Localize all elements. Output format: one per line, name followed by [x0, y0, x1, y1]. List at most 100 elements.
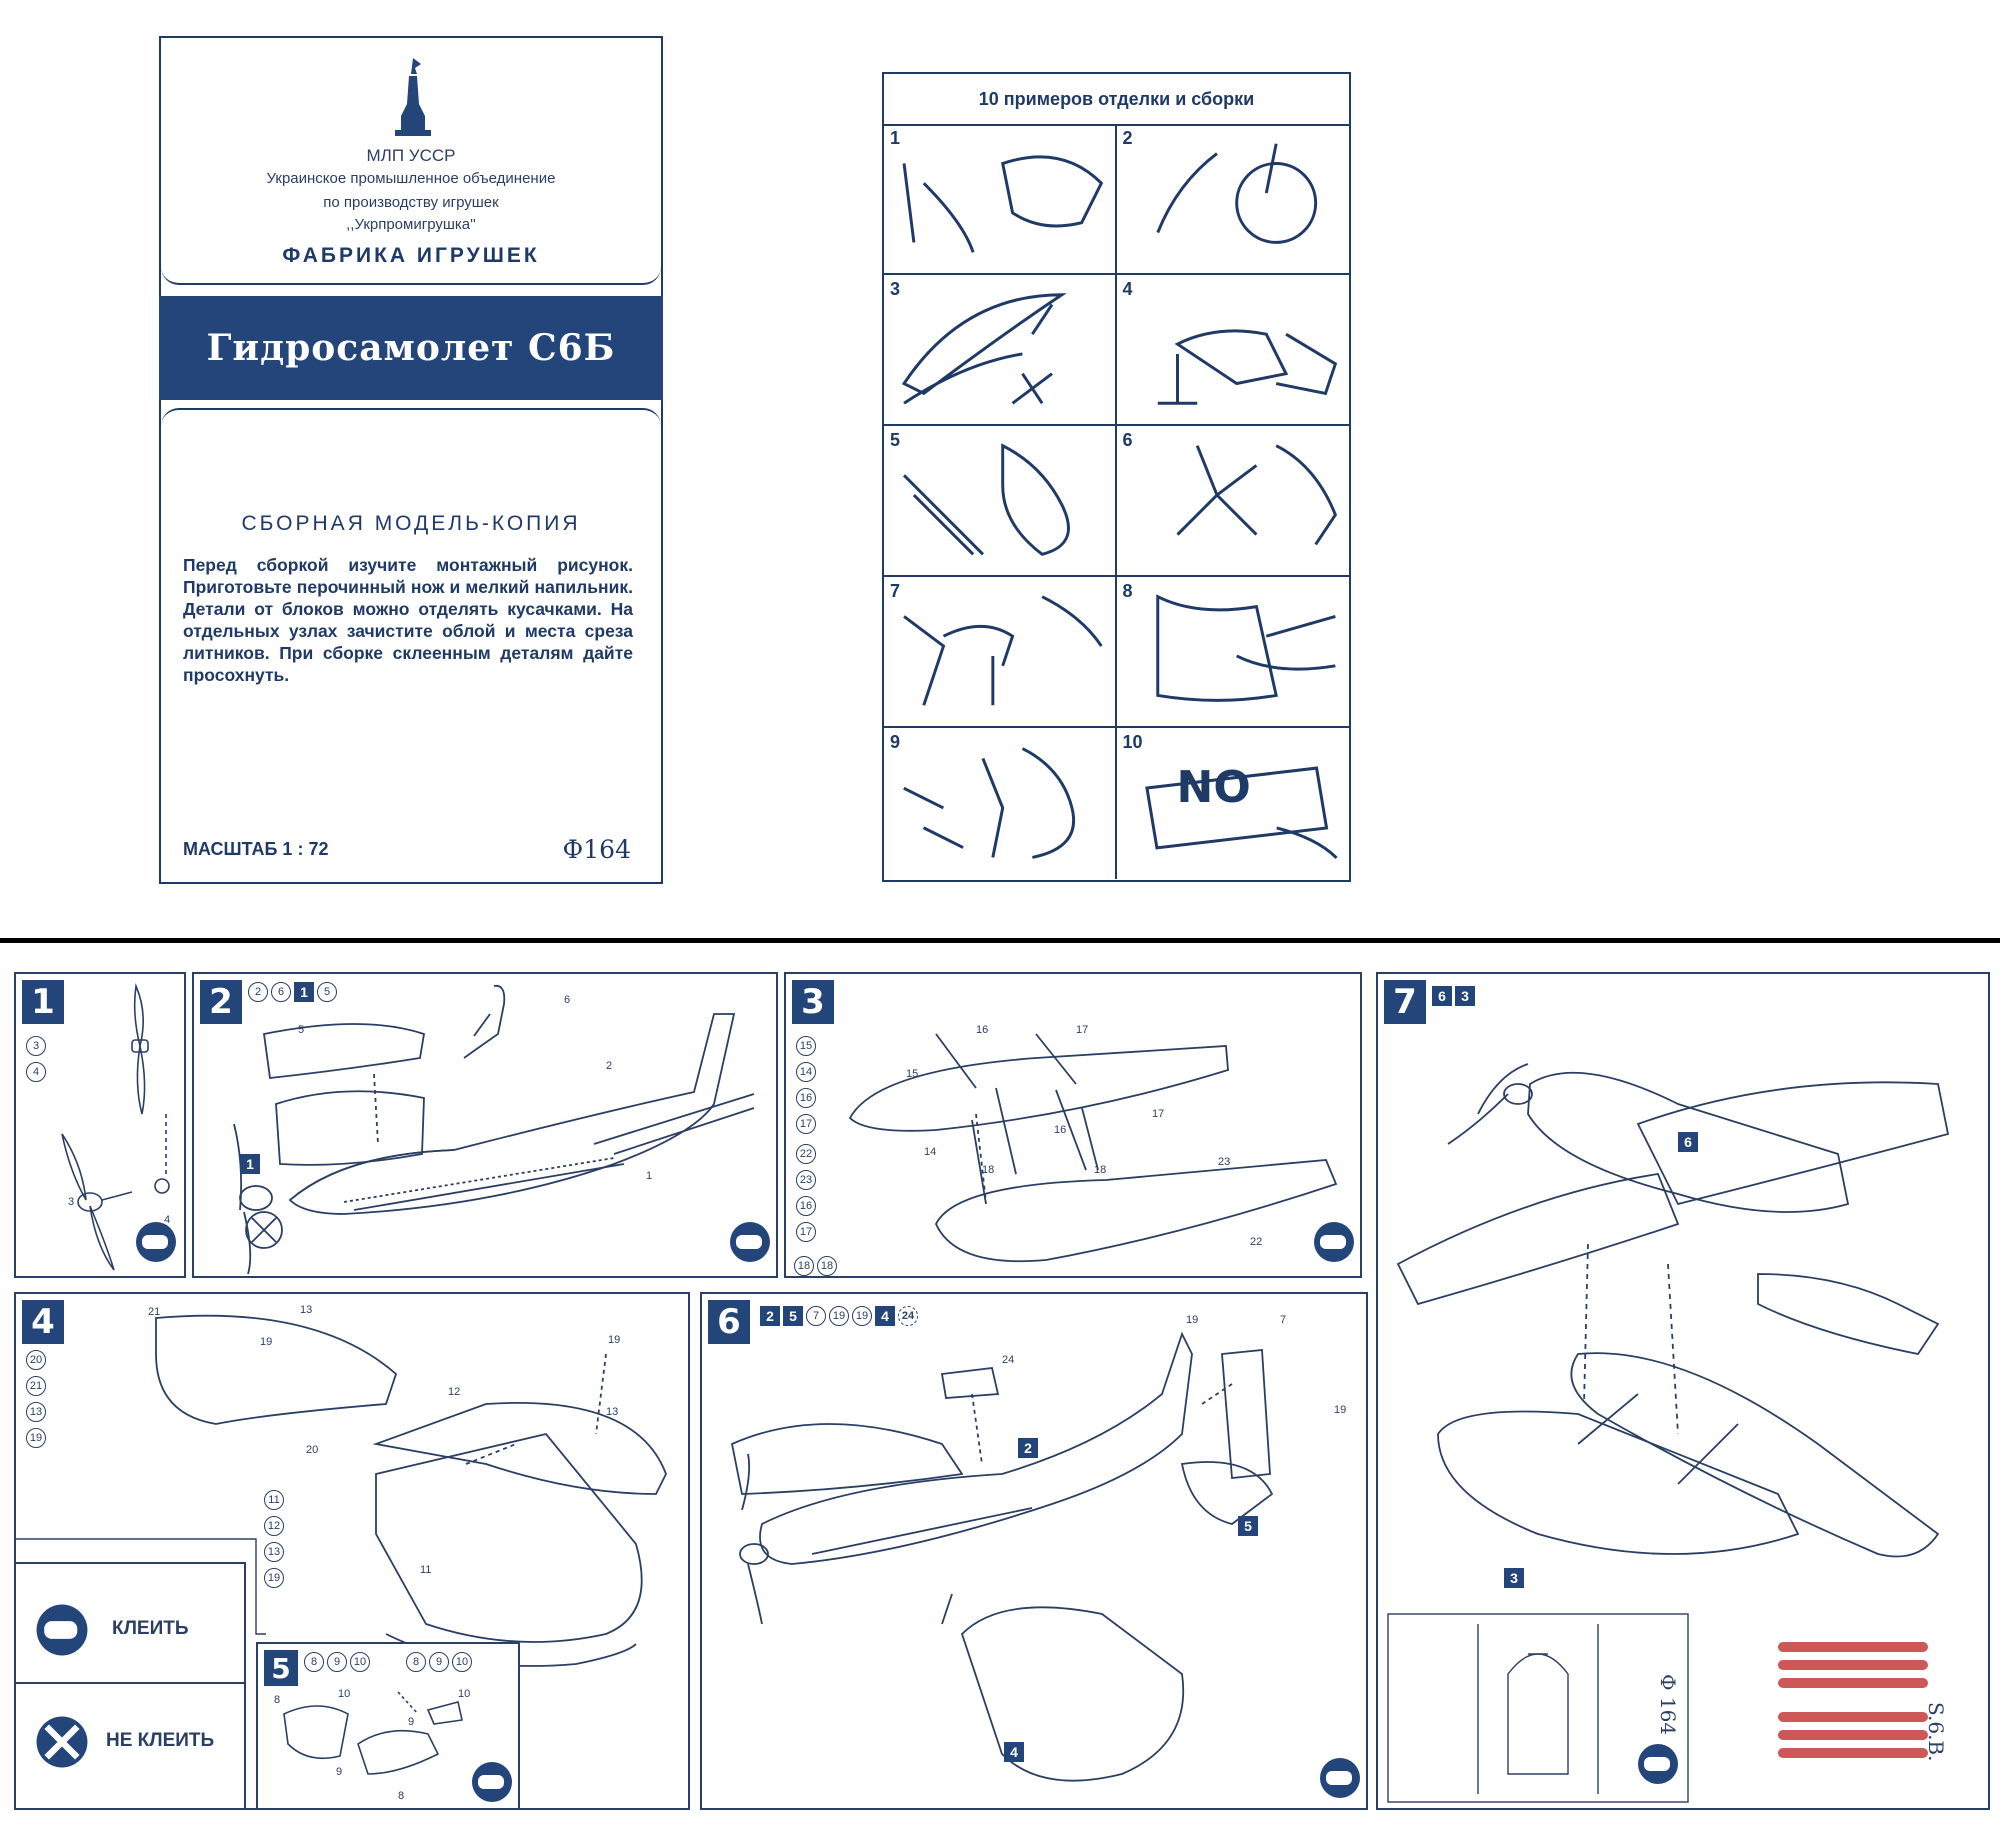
- no-glue-icon: [36, 1716, 88, 1768]
- example-number: 9: [890, 732, 901, 752]
- part-callout: 17: [1152, 1108, 1165, 1120]
- example-cell-5: 5: [884, 426, 1117, 577]
- step-3-parts-b: 22 23 16 17: [796, 1144, 819, 1242]
- part-tag: 6: [1432, 986, 1452, 1006]
- step-4-parts-a: 20 21 13 19: [26, 1350, 49, 1448]
- legend-divider: [16, 1682, 244, 1684]
- part-tag: 19: [852, 1306, 872, 1326]
- glue-icon: [1314, 1222, 1354, 1262]
- part-tag: 11: [264, 1490, 284, 1510]
- part-callout: 14: [924, 1146, 937, 1158]
- example-number: 7: [890, 581, 901, 601]
- part-callout: 8: [274, 1694, 281, 1706]
- part-callout: 1: [646, 1170, 653, 1182]
- example-decal-text: NO: [1176, 762, 1251, 813]
- example-illustration: [901, 293, 1067, 405]
- step-3-number: 3: [792, 980, 834, 1024]
- example-illustration: [902, 443, 1070, 556]
- part-tag: 2: [248, 982, 268, 1002]
- step-5-number: 5: [264, 1650, 298, 1686]
- part-tag: 13: [264, 1542, 284, 1562]
- final-assembly-drawing: [1387, 1063, 1950, 1803]
- example-cell-4: 4: [1116, 275, 1349, 426]
- part-callout: 22: [1250, 1236, 1263, 1248]
- glue-icon: [730, 1222, 770, 1262]
- product-code: Ф164: [562, 835, 631, 864]
- tail-drawing: [283, 1691, 463, 1775]
- part-tag: 14: [796, 1062, 816, 1082]
- part-callout: 9: [408, 1716, 415, 1728]
- part-callout: 5: [298, 1024, 305, 1036]
- part-callout: 3: [68, 1196, 75, 1208]
- part-tag: 10: [350, 1652, 370, 1672]
- stamp-name: S.6.B.: [1924, 1702, 1948, 1762]
- part-callout: 10: [458, 1688, 471, 1700]
- part-tag: 10: [452, 1652, 472, 1672]
- part-callout: 19: [260, 1336, 273, 1348]
- model-title: Гидросамолет С6Б: [159, 296, 663, 400]
- stamp-code: Ф 164: [1656, 1674, 1680, 1736]
- glue-icon: [472, 1762, 512, 1802]
- fuselage-drawing: [233, 984, 755, 1275]
- part-tag: 4: [26, 1062, 46, 1082]
- part-callout: 18: [1094, 1164, 1107, 1176]
- legend-box: КЛЕИТЬ НЕ КЛЕИТЬ: [14, 1562, 246, 1810]
- part-callout: 16: [976, 1024, 989, 1036]
- step-7-number: 7: [1384, 980, 1426, 1024]
- step-1-parts: 3 4: [26, 1036, 49, 1082]
- step-3-parts-pair: 18 18: [794, 1256, 840, 1276]
- part-tag: 19: [264, 1568, 284, 1588]
- page-divider: [0, 938, 2000, 943]
- scale-label: МАСШТАБ 1 : 72: [183, 839, 329, 859]
- examples-heading: 10 примеров отделки и сборки: [884, 74, 1349, 126]
- part-tag: 9: [327, 1652, 347, 1672]
- glue-icon: [36, 1604, 88, 1656]
- propeller-drawing: [61, 983, 170, 1271]
- part-callout: 17: [1076, 1024, 1089, 1036]
- example-cell-6: 6: [1116, 426, 1349, 577]
- part-callout: 16: [1054, 1124, 1067, 1136]
- step-2-number: 2: [200, 980, 242, 1024]
- part-tag: 18: [817, 1256, 837, 1276]
- part-callout: 13: [606, 1406, 619, 1418]
- example-number: 3: [890, 279, 901, 299]
- example-illustration: [903, 595, 1103, 706]
- example-number: 2: [1122, 128, 1133, 148]
- part-tag: 8: [406, 1652, 426, 1672]
- step-3-panel: 3 15 14 16 17 22 23 16 17 18 18 16 17 15…: [784, 972, 1362, 1278]
- part-tag: 24: [898, 1306, 918, 1326]
- part-callout: 13: [300, 1304, 313, 1316]
- part-callout: 11: [420, 1564, 432, 1576]
- step-4-parts-b: 11 12 13 19: [264, 1490, 287, 1588]
- part-callout: 2: [606, 1060, 613, 1072]
- part-callout: 23: [1218, 1156, 1231, 1168]
- example-cell-1: 1: [884, 124, 1117, 275]
- part-callout: 24: [1002, 1354, 1015, 1366]
- part-tag: 6: [1678, 1132, 1698, 1152]
- example-illustration: [902, 155, 1104, 253]
- part-callout: 20: [306, 1444, 319, 1456]
- part-callout: 12: [448, 1386, 461, 1398]
- step-6-number: 6: [708, 1300, 750, 1344]
- part-callout: 9: [336, 1766, 343, 1778]
- legend-glue: КЛЕИТЬ: [112, 1618, 189, 1639]
- part-tag: 13: [26, 1402, 46, 1422]
- part-tag: 16: [796, 1196, 816, 1216]
- part-callout: 10: [338, 1688, 351, 1700]
- org-purpose: по производству игрушек: [323, 194, 499, 211]
- step-5-panel: 5 8 9 10 8 9 10 8 10 9 9 10 8: [256, 1642, 520, 1810]
- part-tag: 6: [271, 982, 291, 1002]
- fuselage-wing-drawing: [730, 1331, 1274, 1782]
- glue-icon: [1638, 1744, 1678, 1784]
- part-callout: 19: [1186, 1314, 1199, 1326]
- example-illustration: [1175, 444, 1337, 546]
- example-illustration: [1144, 766, 1338, 859]
- example-number: 1: [890, 128, 901, 148]
- part-tag: 2: [760, 1306, 780, 1326]
- part-tag: 16: [796, 1088, 816, 1108]
